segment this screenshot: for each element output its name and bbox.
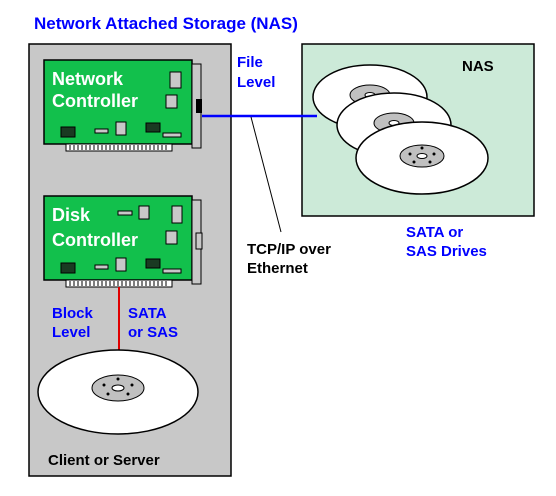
sata-sas-label-line2: or SAS xyxy=(128,324,178,341)
diagram-title: Network Attached Storage (NAS) xyxy=(34,14,298,33)
nas-drives-label-line1: SATA or xyxy=(406,224,463,241)
nas-drives-label-line2: SAS Drives xyxy=(406,243,487,260)
nas-platter-3 xyxy=(355,121,489,195)
file-level-label-line2: Level xyxy=(237,74,275,91)
disk-controller-label-line1: Disk xyxy=(52,205,91,225)
tcpip-label-line2: Ethernet xyxy=(247,260,308,277)
sata-sas-label-line1: SATA xyxy=(128,305,167,322)
nas-label: NAS xyxy=(462,58,494,75)
network-controller-board xyxy=(43,59,202,152)
network-controller-label-line1: Network xyxy=(52,69,124,89)
tcpip-label-line1: TCP/IP over xyxy=(247,241,331,258)
tcpip-pointer-line xyxy=(250,116,282,233)
block-level-label-line1: Block xyxy=(52,305,94,322)
local-disk-platter xyxy=(37,349,199,435)
network-controller-label-line2: Controller xyxy=(52,91,138,111)
disk-controller-board xyxy=(43,195,203,288)
disk-controller-label-line2: Controller xyxy=(52,230,138,250)
block-level-label-line2: Level xyxy=(52,324,90,341)
client-server-label: Client or Server xyxy=(48,452,160,469)
file-level-label-line1: File xyxy=(237,54,263,71)
